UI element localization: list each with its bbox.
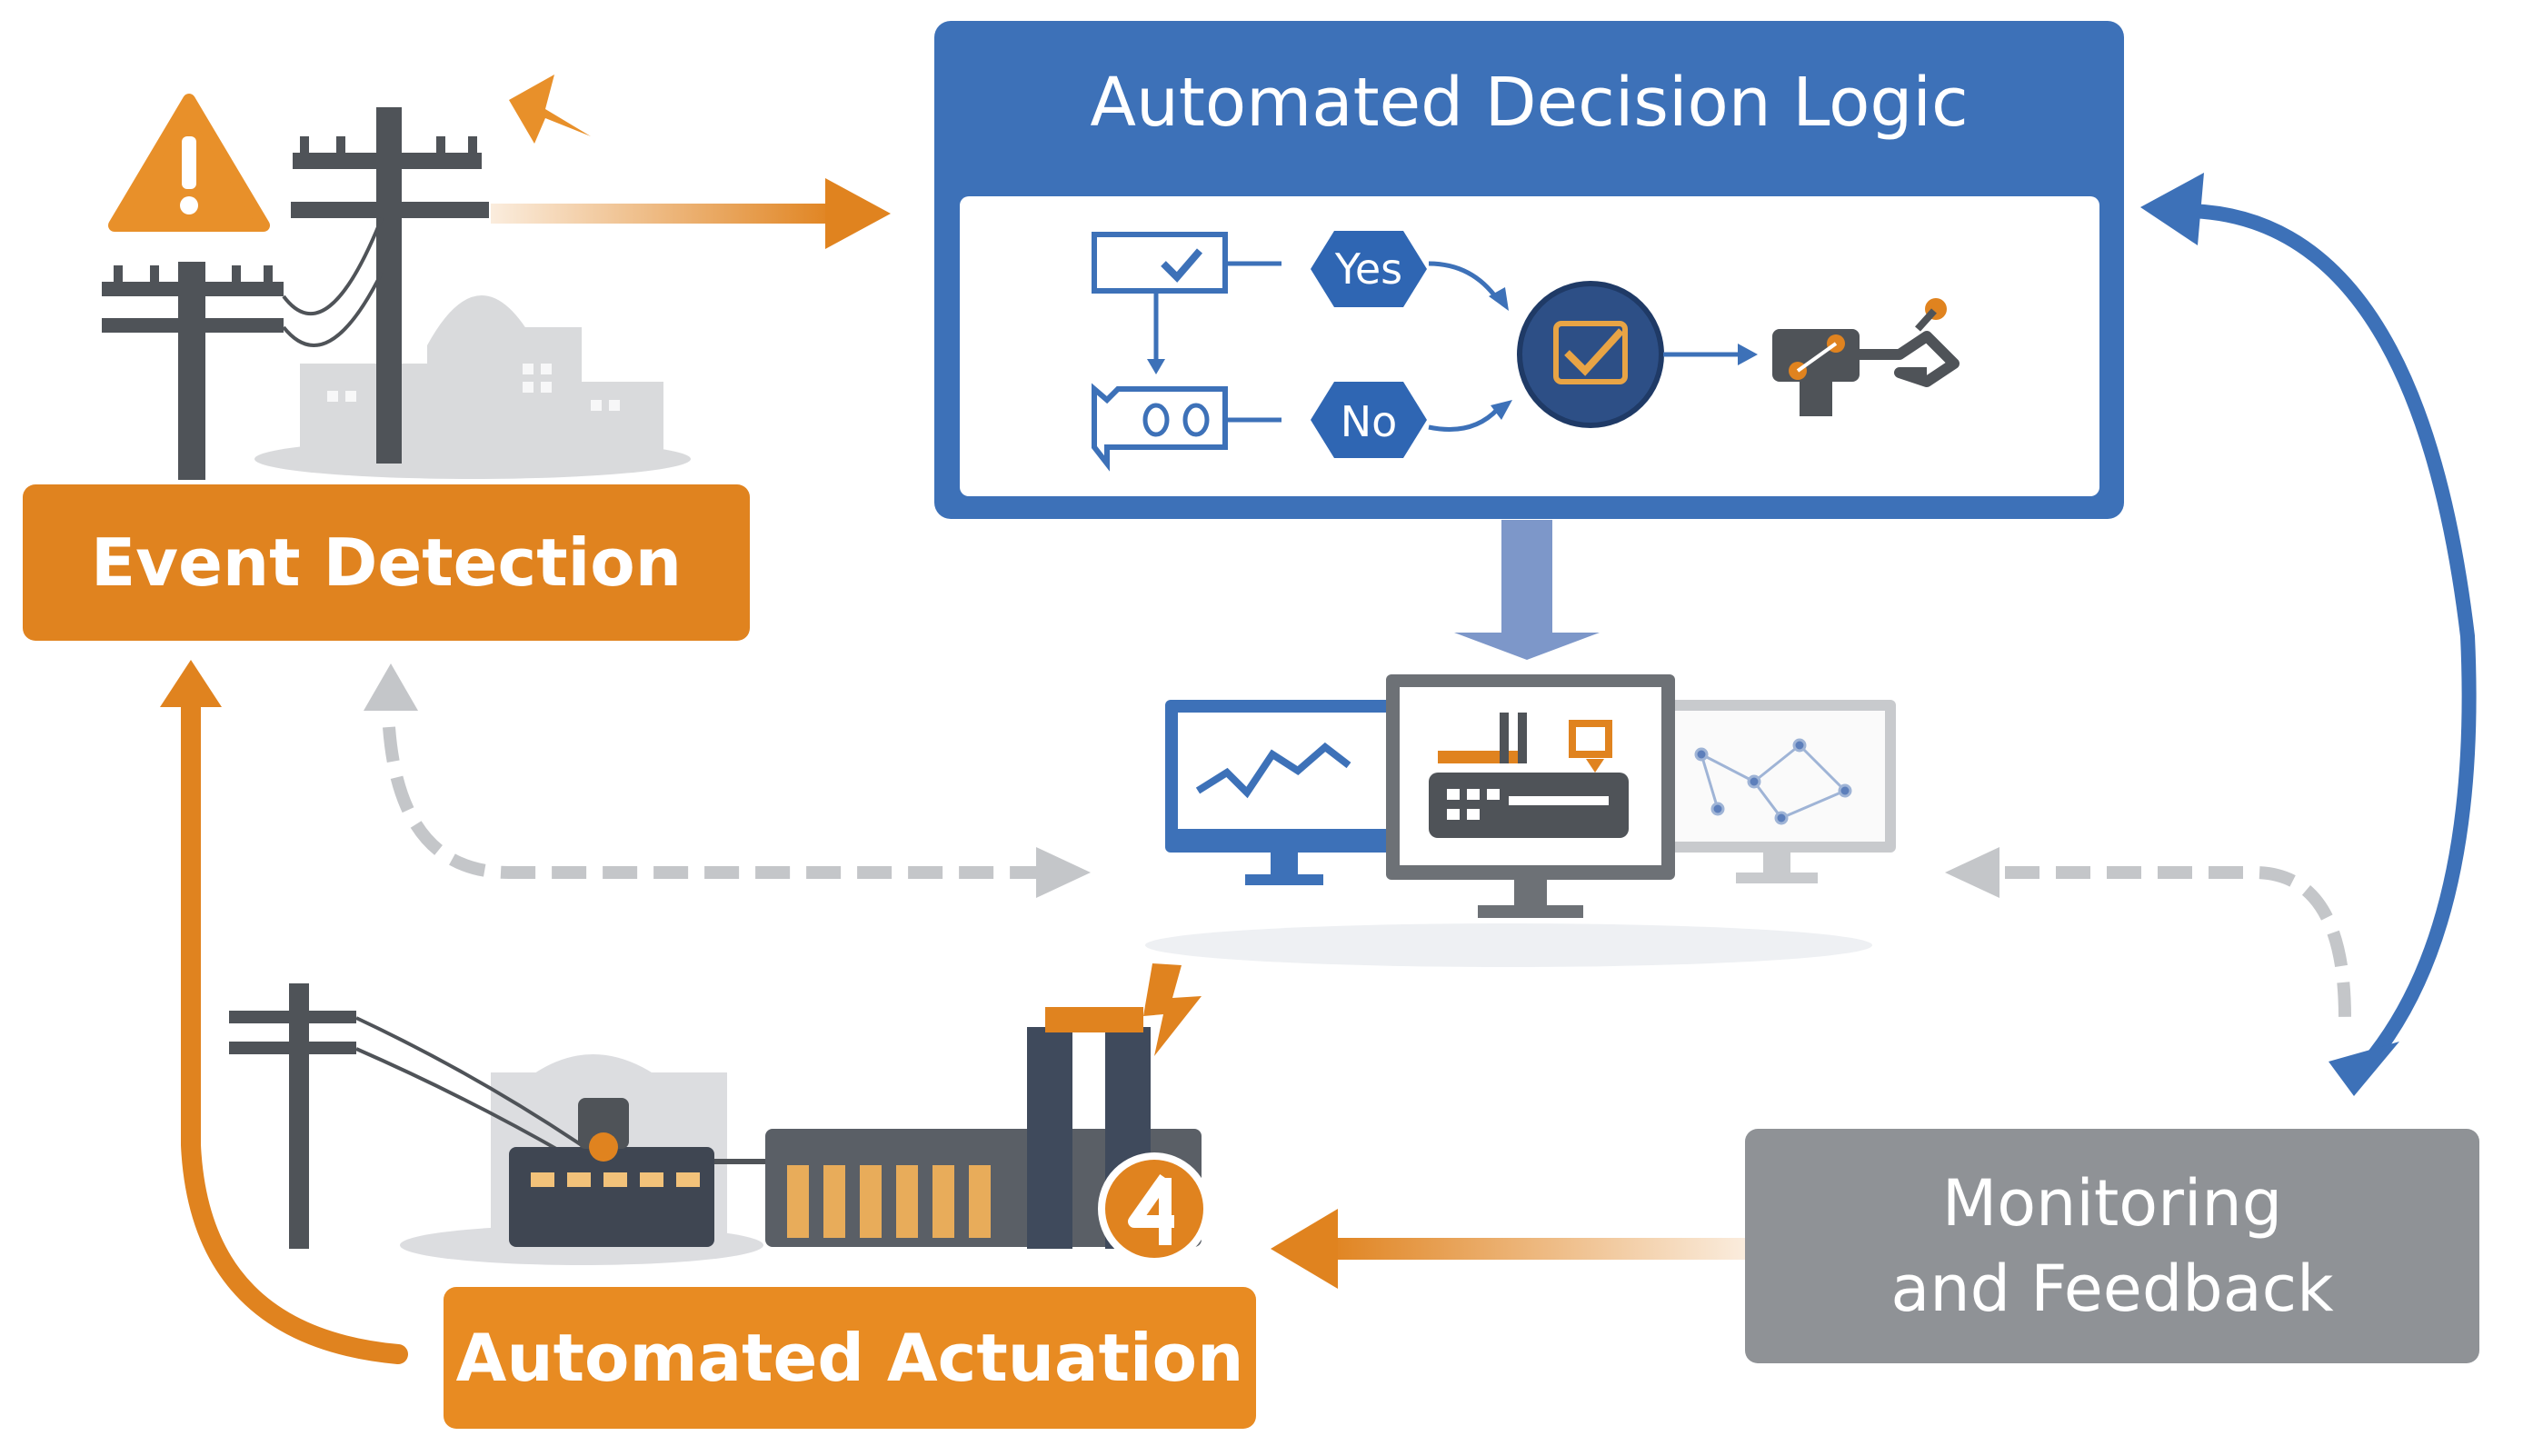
arrow-event-to-decision	[491, 178, 891, 249]
arrow-actuation-to-event	[160, 660, 408, 1364]
dashed-arrow-left	[383, 726, 1036, 879]
monitoring-label-line1: Monitoring	[1941, 1165, 2283, 1241]
monitoring-feedback-box: Monitoring and Feedback	[1745, 1129, 2479, 1363]
event-detection-illustration	[102, 75, 691, 480]
decision-logic-title: Automated Decision Logic	[1090, 64, 1969, 142]
event-detection-box: Event Detection	[23, 484, 750, 641]
event-detection-label: Event Detection	[90, 524, 683, 601]
lightning-icon-2	[1143, 963, 1202, 1056]
arrow-monitoring-to-actuation	[1271, 1209, 1745, 1289]
decision-logic-body	[960, 196, 2099, 496]
warning-icon	[108, 94, 270, 232]
utility-pole-icon	[102, 107, 489, 480]
dashed-arrow-right	[2005, 866, 2351, 1019]
automated-actuation-label: Automated Actuation	[455, 1320, 1244, 1396]
arrow-decision-to-monitors	[1454, 520, 1600, 660]
actuation-illustration	[229, 963, 1211, 1265]
actuation-badge-icon	[1098, 1152, 1211, 1265]
monitoring-label-line2: and Feedback	[1890, 1252, 2334, 1326]
lightning-icon	[509, 75, 591, 144]
monitor-screens-icon	[1145, 674, 1896, 967]
automated-actuation-box: Automated Actuation	[444, 1287, 1256, 1429]
arrow-decision-monitoring	[2140, 173, 2477, 1096]
